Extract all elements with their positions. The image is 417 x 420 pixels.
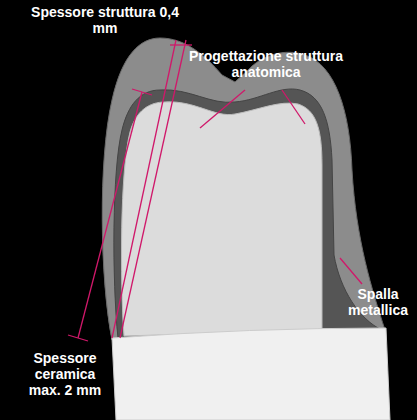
- frame-thickness-line: [112, 40, 176, 338]
- tooth-stump: [122, 102, 322, 336]
- tooth-root: [112, 328, 390, 420]
- part-label: Spalla metallica: [343, 286, 413, 318]
- leader-lines: [68, 40, 362, 341]
- anatomy-leader: [282, 90, 305, 124]
- dimension-tick: [132, 89, 152, 95]
- ceramic-thickness-line: [78, 92, 142, 338]
- frame-thickness-line: [120, 40, 186, 338]
- ceramic-layer: [102, 38, 385, 340]
- dimension-label: Spessore ceramica max. 2 mm: [24, 350, 106, 398]
- part-label: Progettazione struttura anatomica: [186, 48, 346, 80]
- dimension-tick: [170, 44, 192, 45]
- dimension-label: Spessore struttura 0,4 mm: [30, 4, 180, 36]
- shoulder-leader: [340, 258, 362, 284]
- metal-framework: [114, 89, 382, 338]
- dimension-tick: [68, 335, 88, 341]
- anatomy-leader: [200, 90, 245, 128]
